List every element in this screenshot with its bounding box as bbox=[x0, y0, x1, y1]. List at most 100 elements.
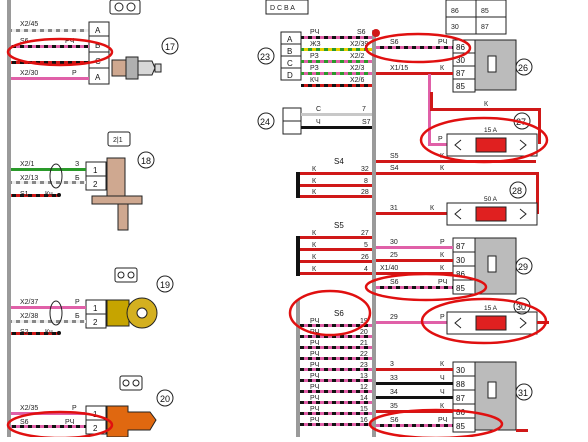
component-19: 1 2 19 bbox=[85, 267, 174, 329]
c18-pin-1: 1 bbox=[93, 166, 98, 175]
rw-s6-29-color: РЧ bbox=[438, 279, 448, 286]
s6-tap-wire bbox=[300, 357, 372, 360]
c23-wire-c-color: РЗ bbox=[310, 53, 319, 60]
s4-tap-2-num: 8 bbox=[364, 178, 368, 185]
rw-s6-31-color: РЧ bbox=[438, 417, 448, 424]
c23-number: 23 bbox=[260, 52, 270, 62]
wire-x2-1-color: З bbox=[75, 161, 79, 168]
bus-s4: S4 К 32 К 8 К 28 bbox=[296, 157, 372, 198]
c23-wires: РЧ S6 ЖЗ X2/39 РЗ X2/2 РЗ X2/3 КЧ X2/6 bbox=[301, 29, 372, 87]
component-26: 86 85 30 87 86 30 87 85 26 bbox=[445, 0, 533, 93]
s6-tap-number: 22 bbox=[360, 351, 368, 358]
wire-s1-color: Кч bbox=[45, 191, 53, 198]
annotation-fuse-30 bbox=[420, 297, 548, 345]
annotation-c29-s6 bbox=[364, 272, 488, 302]
s6-tap-number: 16 bbox=[360, 417, 368, 424]
rw-k-26: К bbox=[484, 101, 489, 108]
c23-pin-a: A bbox=[287, 35, 293, 44]
rw-33-color: Ч bbox=[440, 375, 445, 382]
c29-pin-87: 87 bbox=[456, 242, 465, 251]
rw-34-color: Ч bbox=[440, 389, 445, 396]
c31-pin-30: 30 bbox=[456, 366, 465, 375]
s6-tap-color: РЧ bbox=[310, 351, 320, 358]
c23-wire-b-color: ЖЗ bbox=[310, 41, 321, 48]
rw-29: 29 bbox=[390, 314, 398, 321]
s6-tap-color: РЧ bbox=[310, 318, 320, 325]
c23-wire-b-term: X2/39 bbox=[350, 41, 368, 48]
c30-number: 30 bbox=[516, 302, 526, 312]
rw-x1-15-color: К bbox=[440, 65, 445, 72]
wire-x2-37: X2/37 bbox=[20, 299, 38, 306]
rw-s4-color: К bbox=[440, 165, 445, 172]
s4-tap-2-color: К bbox=[312, 178, 317, 185]
c18-number: 18 bbox=[141, 156, 151, 166]
s6-tap-wire bbox=[300, 412, 372, 415]
c24-number: 24 bbox=[260, 117, 270, 127]
component-29: 87 30 86 85 29 bbox=[452, 237, 533, 295]
wire-x2-38: X2/38 bbox=[20, 313, 38, 320]
c23-wire-d-color: РЗ bbox=[310, 65, 319, 72]
s5-tap-4-color: К bbox=[312, 266, 317, 273]
s6-tap-wire bbox=[300, 335, 372, 338]
s6-tap-number: 21 bbox=[360, 340, 368, 347]
left-harness-trunk bbox=[7, 0, 11, 437]
c29-wires: 30 Р 25 К X1/40 К S6 РЧ bbox=[376, 239, 453, 289]
rw-35-color: К bbox=[440, 403, 445, 410]
c26-pin-87: 87 bbox=[456, 69, 465, 78]
c17-pin-a: A bbox=[95, 26, 101, 35]
s6-tap-wire bbox=[300, 423, 372, 426]
wire-x2-13-color: Б bbox=[75, 175, 80, 182]
c29-number: 29 bbox=[518, 262, 528, 272]
rw-x1-40: X1/40 bbox=[380, 265, 398, 272]
c20-pin-2: 2 bbox=[93, 424, 98, 433]
annotation-c17-s6 bbox=[6, 37, 114, 67]
c29-pin-86: 86 bbox=[456, 270, 465, 279]
s5-tap-2-num: 5 bbox=[364, 242, 368, 249]
rw-3: 3 bbox=[390, 361, 394, 368]
fuse-28-rating: 50 A bbox=[484, 196, 498, 203]
c29-pin-85: 85 bbox=[456, 284, 465, 293]
bus-s5: S5 К 27 К 5 К 26 К 4 bbox=[296, 221, 372, 276]
rw-3-color: К bbox=[440, 361, 445, 368]
c17-pin-b: B bbox=[95, 41, 100, 50]
rw-s6-top: S6 bbox=[390, 39, 399, 46]
s6-tap-color: РЧ bbox=[310, 406, 320, 413]
annotations bbox=[6, 32, 549, 440]
component-17: A B C A 17 bbox=[88, 0, 179, 85]
s5-tap-3-num: 26 bbox=[361, 254, 369, 261]
wire-x2-45: X2/45 bbox=[20, 21, 38, 28]
c19-pin-1: 1 bbox=[93, 304, 98, 313]
c23-pin-b: B bbox=[287, 47, 292, 56]
s6-tap-color: РЧ bbox=[310, 395, 320, 402]
rw-s4: S4 bbox=[390, 165, 399, 172]
rw-30-color: Р bbox=[440, 239, 445, 246]
rw-p-27: Р bbox=[438, 136, 443, 143]
annotation-fuse-27 bbox=[419, 116, 549, 164]
c23-wire-a-color: РЧ bbox=[310, 29, 320, 36]
s6-bus-trunk bbox=[296, 300, 300, 437]
rw-x1-40-color: К bbox=[440, 265, 445, 272]
s6-tap-wire bbox=[300, 324, 372, 327]
s6-tap-color: РЧ bbox=[310, 417, 320, 424]
annotation-c26-s6 bbox=[364, 32, 472, 64]
rw-s6-31: S6 bbox=[390, 417, 399, 424]
annotation-s6-bus bbox=[288, 289, 372, 337]
component-28: 31 К 50 A 28 bbox=[376, 181, 538, 226]
wire-s1: S1 bbox=[20, 191, 29, 198]
wire-x2-1: X2/1 bbox=[20, 161, 35, 168]
component-18: 2|1 1 2 18 bbox=[85, 131, 155, 231]
wire-x2-13: X2/13 bbox=[20, 175, 38, 182]
right-harness-trunk bbox=[372, 30, 376, 437]
s4-tap-3-num: 28 bbox=[361, 189, 369, 196]
c23-header: D C B A bbox=[270, 5, 295, 12]
rw-33: 33 bbox=[390, 375, 398, 382]
wire-x2-35-color: Р bbox=[72, 405, 77, 412]
s6-tap-wire bbox=[300, 368, 372, 371]
wire-x2-38-color: Б bbox=[75, 313, 80, 320]
s6-tap-number: 15 bbox=[360, 406, 368, 413]
s6-tap-number: 23 bbox=[360, 362, 368, 369]
s6-tap-number: 13 bbox=[360, 373, 368, 380]
c23-wire-e-term: X2/6 bbox=[350, 77, 365, 84]
c18-pin-2: 2 bbox=[93, 180, 98, 189]
